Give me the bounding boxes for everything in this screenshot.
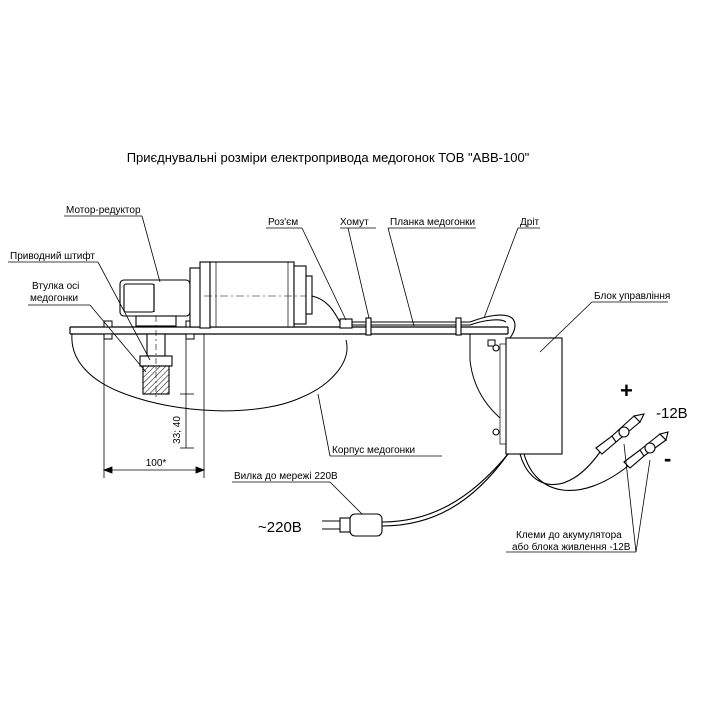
leader-lines xyxy=(8,215,668,553)
label-extractor-bar: Планка медогонки xyxy=(390,217,475,228)
dimension-height-label: 33; 40 xyxy=(172,416,183,444)
control-unit xyxy=(492,337,563,455)
battery-clip-plus xyxy=(595,413,645,455)
battery-clip-minus xyxy=(623,431,669,469)
diagram-title: Приєднувальні розміри електропривода мед… xyxy=(127,150,530,165)
clamp-2 xyxy=(455,317,462,336)
label-axle-bushing-2: медогонки xyxy=(30,293,78,304)
label-control-unit: Блок управління xyxy=(594,291,670,302)
label-battery-clamps-1: Клеми до акумулятора xyxy=(516,530,622,541)
dc-cable xyxy=(519,451,629,491)
label-motor-reducer: Мотор-редуктор xyxy=(66,205,141,216)
mains-plug xyxy=(322,513,383,537)
label-drive-pin: Приводний штифт xyxy=(10,250,95,262)
label-wire: Дріт xyxy=(520,217,540,228)
label-battery-clamps-2: або блока живлення -12В xyxy=(512,541,631,553)
label-connector: Роз'єм xyxy=(268,217,298,228)
mains-cable xyxy=(381,453,509,523)
label-clamp: Хомут xyxy=(340,217,369,228)
motor-reducer xyxy=(119,261,313,329)
label-axle-bushing-1: Втулка осі xyxy=(32,281,79,292)
extractor-body-right xyxy=(469,334,501,419)
label-extractor-body: Корпус медогонки xyxy=(332,445,415,456)
clamp-1 xyxy=(365,317,372,336)
connector xyxy=(339,318,353,329)
label-minus: - xyxy=(664,446,671,471)
dimension-width-label: 100* xyxy=(146,458,167,469)
extractor-body xyxy=(71,333,348,412)
dimension-lines xyxy=(102,334,206,478)
label-plus: + xyxy=(620,378,633,403)
label-voltage-ac: ~220В xyxy=(258,519,302,536)
label-mains-plug: Вилка до мережі 220В xyxy=(234,471,338,482)
drive-shaft xyxy=(139,316,173,400)
label-voltage-dc: -12В xyxy=(656,405,688,422)
